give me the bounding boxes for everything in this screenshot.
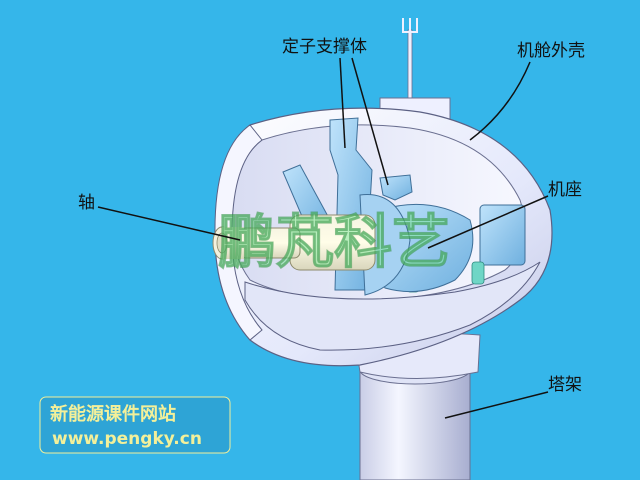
tower-leader [444, 391, 549, 419]
label-nacelle-shell: 机舱外壳 [517, 41, 585, 61]
brand-line-1: 新能源课件网站 [50, 403, 176, 425]
brand-line-2: www.pengky.cn [52, 429, 202, 449]
rear-component [479, 204, 526, 266]
small-part-right [471, 261, 485, 285]
stator-leader-right [351, 57, 389, 186]
label-base: 机座 [548, 180, 582, 200]
shell-leader [469, 61, 531, 141]
shaft [212, 214, 376, 271]
watermark-text: 鹏芃科艺 [218, 208, 450, 276]
brand-badge: 新能源课件网站 www.pengky.cn [39, 396, 231, 454]
label-tower: 塔架 [548, 375, 582, 395]
leader-lines [97, 57, 549, 419]
shaft-leader [97, 206, 241, 241]
wind-vane [379, 18, 451, 121]
label-shaft: 轴 [78, 193, 95, 213]
label-stator-support: 定子支撑体 [282, 37, 367, 57]
base-leader [427, 195, 549, 249]
stator-leader-left [339, 57, 346, 149]
